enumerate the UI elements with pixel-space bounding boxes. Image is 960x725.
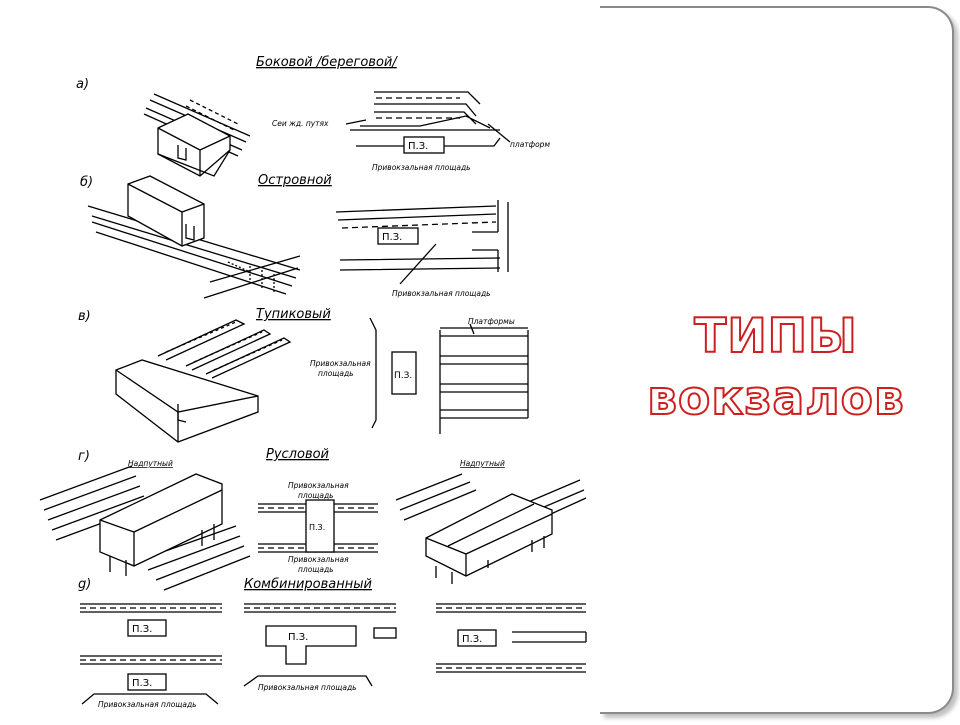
square-annotation-g-bottom-1: Привокзальная bbox=[288, 555, 349, 564]
platforms-annotation: Платформы bbox=[468, 317, 515, 326]
plan-tracks-b bbox=[335, 205, 501, 271]
building-code-d1: П.З. bbox=[132, 624, 152, 635]
overpass-annotation-left: Надпутный bbox=[128, 459, 173, 468]
square-annotation-g-top-1: Привокзальная bbox=[288, 481, 349, 490]
track-lines-g-right bbox=[395, 473, 587, 541]
building-code-v: П.З. bbox=[394, 371, 412, 381]
building-plan-d1 bbox=[127, 619, 167, 637]
slide-title-line-1: ТИПЫ bbox=[693, 308, 858, 365]
square-annotation-v-2: площадь bbox=[318, 369, 354, 378]
section-marker-a: а) bbox=[76, 77, 89, 92]
section-label-v: Тупиковый bbox=[256, 307, 331, 322]
track-lines-g-left bbox=[39, 465, 149, 541]
plan-tracks-d-left bbox=[80, 603, 222, 665]
square-annotation-a: Привокзальная площадь bbox=[372, 163, 471, 172]
building-plan-v bbox=[391, 351, 417, 395]
building-code-d2: П.З. bbox=[132, 678, 152, 689]
section-marker-b: б) bbox=[80, 175, 93, 190]
building-plan-g bbox=[305, 499, 335, 553]
building-g bbox=[99, 473, 223, 567]
section-marker-d: g) bbox=[78, 577, 91, 592]
diagram-panel: а) Боковой /береговой/ Сеи жд. путях пла… bbox=[39, 55, 587, 709]
building-plan-b bbox=[377, 227, 419, 245]
slide-title: ТИПЫ вокзалов bbox=[600, 306, 952, 430]
square-annotation-g-bottom-2: площадь bbox=[298, 565, 334, 574]
plan-tracks-d-center bbox=[244, 603, 396, 613]
plan-tracks-d-right bbox=[436, 603, 586, 673]
square-annotation-d-left: Привокзальная площадь bbox=[98, 700, 197, 709]
plan-tracks-a bbox=[360, 91, 491, 129]
section-marker-g: г) bbox=[78, 449, 90, 464]
building-g-right bbox=[425, 493, 553, 577]
section-label-d: Комбинированный bbox=[244, 577, 372, 592]
section-label-g: Русловой bbox=[266, 447, 329, 462]
tracks-annotation: Сеи жд. путях bbox=[272, 119, 329, 128]
square-annotation-d-center: Привокзальная площадь bbox=[258, 683, 357, 692]
building-v bbox=[115, 359, 259, 443]
square-annotation-g-top-2: площадь bbox=[298, 491, 334, 500]
building-plan-d2 bbox=[127, 673, 167, 691]
building-code-a: П.З. bbox=[408, 141, 428, 152]
platform-annotation: платформ bbox=[510, 140, 550, 149]
building-code-d3: П.З. bbox=[288, 632, 308, 643]
section-label-a: Боковой /береговой/ bbox=[256, 55, 398, 70]
building-plan-d3 bbox=[265, 625, 357, 665]
station-types-diagram: а) Боковой /береговой/ Сеи жд. путях пла… bbox=[39, 55, 587, 709]
slide-title-line-2: вокзалов bbox=[646, 370, 905, 427]
section-label-b: Островной bbox=[258, 173, 332, 188]
building-plan-a bbox=[403, 136, 445, 154]
plan-tracks-v bbox=[440, 327, 528, 419]
building-code-b: П.З. bbox=[382, 232, 402, 243]
square-annotation-v-1: Привокзальная bbox=[310, 359, 371, 368]
square-annotation-b: Привокзальная площадь bbox=[392, 289, 491, 298]
building-plan-d4 bbox=[457, 629, 497, 647]
section-marker-v: в) bbox=[78, 309, 91, 324]
slide-card bbox=[600, 6, 954, 714]
building-code-g: П.З. bbox=[309, 523, 325, 532]
overpass-annotation-right: Надпутный bbox=[460, 459, 505, 468]
building-code-d4: П.З. bbox=[462, 634, 482, 645]
track-lines-v bbox=[157, 319, 292, 379]
building-b bbox=[127, 175, 205, 247]
